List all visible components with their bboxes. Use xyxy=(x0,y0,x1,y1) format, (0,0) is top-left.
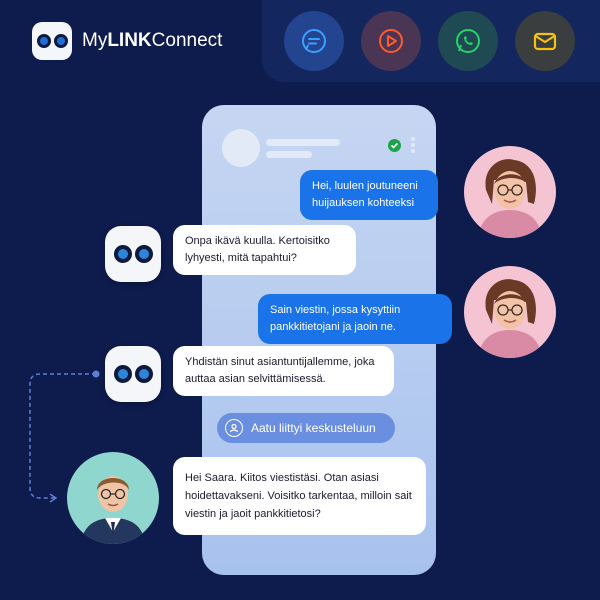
contact-name-placeholder xyxy=(266,139,340,146)
video-icon xyxy=(379,29,403,53)
more-options-icon[interactable] xyxy=(411,137,415,155)
whatsapp-icon xyxy=(456,29,480,53)
agent-avatar xyxy=(67,452,159,544)
agent-message: Hei Saara. Kiitos viestistäsi. Otan asia… xyxy=(173,457,426,535)
email-icon xyxy=(533,32,557,51)
verified-icon xyxy=(388,139,401,152)
user-icon xyxy=(225,419,243,437)
chat-channel-button[interactable] xyxy=(284,11,344,71)
agent-joined-label: Aatu liittyi keskusteluun xyxy=(251,421,376,435)
bot-logo-icon xyxy=(32,22,72,60)
agent-joined-notice: Aatu liittyi keskusteluun xyxy=(217,413,395,443)
bot-message: Yhdistän sinut asiantuntijallemme, joka … xyxy=(173,346,394,396)
bot-avatar xyxy=(105,346,161,402)
brand-logo: MyLINKConnect xyxy=(32,22,222,60)
email-channel-button[interactable] xyxy=(515,11,575,71)
whatsapp-channel-button[interactable] xyxy=(438,11,498,71)
contact-avatar-placeholder xyxy=(222,129,260,167)
contact-status-placeholder xyxy=(266,151,312,158)
bot-message: Onpa ikävä kuulla. Kertoisitko lyhyesti,… xyxy=(173,225,356,275)
user-message: Hei, luulen joutuneeni huijauksen kohtee… xyxy=(300,170,438,220)
chat-icon xyxy=(302,29,326,53)
user-avatar xyxy=(464,266,556,358)
video-channel-button[interactable] xyxy=(361,11,421,71)
user-avatar xyxy=(464,146,556,238)
bot-avatar xyxy=(105,226,161,282)
brand-name: MyLINKConnect xyxy=(82,30,223,51)
user-message: Sain viestin, jossa kysyttiin pankkitiet… xyxy=(258,294,452,344)
